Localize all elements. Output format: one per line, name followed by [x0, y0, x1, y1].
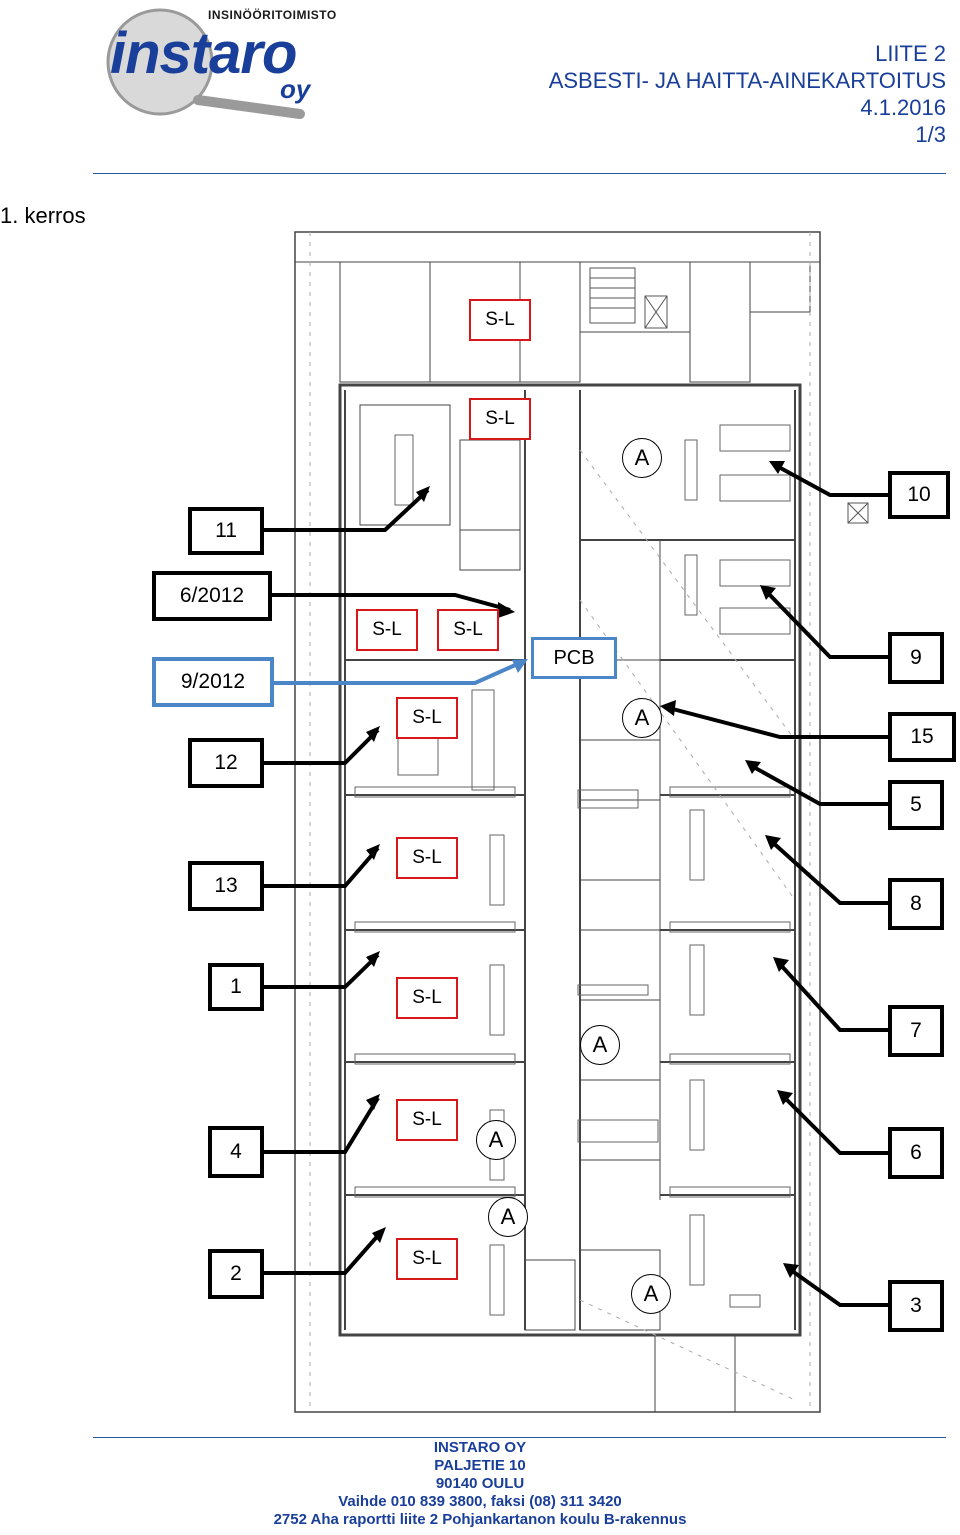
asbestos-marker: A — [476, 1120, 516, 1160]
header-divider — [93, 173, 946, 174]
callout-box-right: 7 — [888, 1005, 944, 1057]
sample-marker-sl: S-L — [396, 697, 458, 739]
footer-street: PALJETIE 10 — [434, 1457, 526, 1474]
footer-city: 90140 OULU — [435, 1475, 525, 1492]
callout-box-right: 3 — [888, 1280, 944, 1332]
logo-company-top: INSINÖÖRITOIMISTO — [208, 8, 337, 22]
document-header: LIITE 2 ASBESTI- JA HAITTA-AINEKARTOITUS… — [549, 40, 946, 148]
callout-box-right: 10 — [888, 471, 950, 519]
callout-box-right: 6 — [888, 1127, 944, 1179]
callout-box-left: 1 — [208, 963, 264, 1011]
callout-box-right: 15 — [888, 712, 956, 762]
asbestos-marker: A — [580, 1025, 620, 1065]
sample-marker-sl: S-L — [396, 977, 458, 1019]
doc-line-appendix: LIITE 2 — [875, 41, 946, 66]
asbestos-marker: A — [488, 1197, 528, 1237]
asbestos-marker: A — [631, 1274, 671, 1314]
asbestos-marker: A — [622, 698, 662, 738]
callout-box-left: 13 — [188, 861, 264, 911]
logo-graphic — [106, 8, 305, 119]
doc-line-date: 4.1.2016 — [860, 95, 946, 120]
callout-box-left: 2 — [208, 1249, 264, 1299]
sample-marker-sl: S-L — [437, 609, 499, 651]
sample-marker-sl: S-L — [396, 1238, 458, 1280]
sample-marker-sl: S-L — [469, 398, 531, 440]
logo-main-text: instaro — [110, 21, 297, 86]
callout-box-left: 6/2012 — [152, 571, 272, 621]
sample-marker-pcb: PCB — [531, 637, 617, 679]
footer-divider — [93, 1437, 946, 1438]
callout-box-left-blue: 9/2012 — [152, 657, 274, 707]
footer-company: INSTARO OY — [433, 1439, 527, 1456]
callout-box-right: 8 — [888, 878, 944, 930]
company-logo: INSINÖÖRITOIMISTO instaro oy — [90, 2, 336, 120]
sample-marker-sl: S-L — [356, 609, 418, 651]
callout-box-left: 12 — [188, 738, 264, 788]
callout-box-left: 4 — [208, 1126, 264, 1178]
callout-box-right: 9 — [888, 632, 944, 684]
floor-label: 1. kerros — [0, 203, 86, 228]
sample-marker-sl: S-L — [469, 299, 531, 341]
callout-box-right: 5 — [888, 780, 944, 830]
callout-box-left: 11 — [188, 507, 264, 555]
sample-marker-sl: S-L — [396, 837, 458, 879]
doc-line-page: 1/3 — [915, 122, 946, 147]
document-footer: INSTARO OY PALJETIE 10 90140 OULU Vaihde… — [0, 1439, 960, 1529]
logo-sub-text: oy — [280, 74, 311, 104]
sample-marker-sl: S-L — [396, 1099, 458, 1141]
asbestos-marker: A — [622, 438, 662, 478]
footer-phone: Vaihde 010 839 3800, faksi (08) 311 3420 — [338, 1493, 622, 1510]
doc-line-title: ASBESTI- JA HAITTA-AINEKARTOITUS — [548, 68, 946, 93]
footer-report-id: 2752 Aha raportti liite 2 Pohjankartanon… — [273, 1511, 687, 1528]
